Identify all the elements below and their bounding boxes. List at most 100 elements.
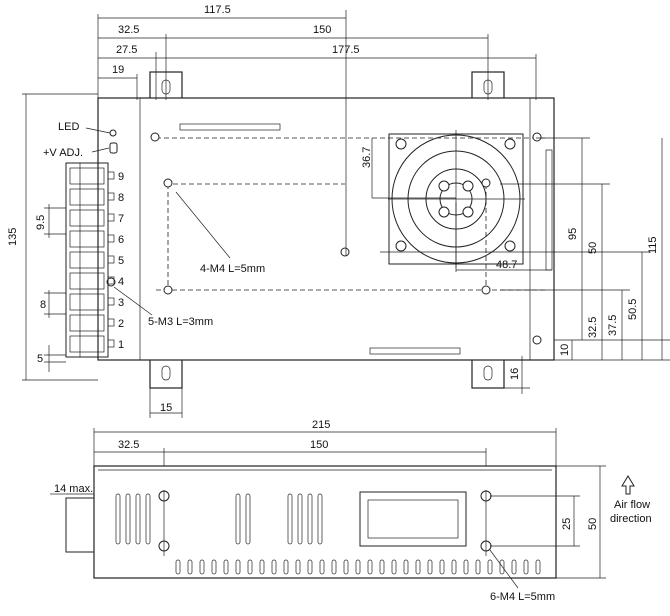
terminal-pad xyxy=(107,213,115,222)
terminal-pad xyxy=(107,318,115,327)
m3-label: 5-M3 L=3mm xyxy=(148,316,213,328)
vent-slot xyxy=(125,493,131,545)
vent-slot xyxy=(295,559,301,575)
vent-slot xyxy=(199,559,205,575)
dim-115: 115 xyxy=(647,236,659,254)
vent-slot xyxy=(175,559,181,575)
terminal-number: 1 xyxy=(118,339,124,351)
dim-95: 95 xyxy=(567,228,579,240)
dim-32-5-side: 32.5 xyxy=(118,439,139,451)
dim-25: 25 xyxy=(561,518,573,530)
dim-36-7: 36.7 xyxy=(361,147,373,168)
terminal-screw xyxy=(69,335,105,353)
vent-slot xyxy=(355,559,361,575)
terminal-pad xyxy=(107,339,115,348)
dim-177-5: 177.5 xyxy=(332,44,360,56)
terminal-screw xyxy=(69,230,105,248)
vent-slot xyxy=(475,559,481,575)
led-icon xyxy=(109,129,117,137)
side-m4-label: 6-M4 L=5mm xyxy=(490,591,555,603)
dim-9-5: 9.5 xyxy=(35,215,47,230)
terminal-screw xyxy=(69,209,105,227)
vent-slot xyxy=(223,559,229,575)
vent-slot xyxy=(145,493,151,545)
vadj-label: +V ADJ. xyxy=(43,147,83,159)
led-label: LED xyxy=(58,121,79,133)
screw-holes xyxy=(106,132,542,345)
dim-50-side: 50 xyxy=(587,518,599,530)
top-view: LED +V ADJ. 9 8 7 6 5 4 3 2 1 4-M4 L=5mm 5-M3 L=… xyxy=(7,4,670,418)
vent-slot xyxy=(367,559,373,575)
terminal-number: 3 xyxy=(118,297,124,309)
vent-slot xyxy=(283,559,289,575)
vent-slot xyxy=(427,559,433,575)
terminal-number: 5 xyxy=(118,255,124,267)
terminal-pad xyxy=(107,276,115,285)
terminal-screw xyxy=(69,314,105,332)
vent-slot xyxy=(235,559,241,575)
m4-label: 4-M4 L=5mm xyxy=(200,263,265,275)
terminal-screw xyxy=(69,251,105,269)
terminal-pad xyxy=(107,234,115,243)
vent-slot xyxy=(247,559,253,575)
terminal-pad xyxy=(107,192,115,201)
vent-slot xyxy=(235,493,241,545)
airflow-line2: direction xyxy=(610,513,652,525)
dim-32-5-right: 32.5 xyxy=(587,317,599,338)
vent-slot xyxy=(259,559,265,575)
vent-slot xyxy=(297,493,303,545)
dim-50-right: 50 xyxy=(587,242,599,254)
terminal-pad xyxy=(107,255,115,264)
vent-slot xyxy=(511,559,517,575)
ventilation-slots xyxy=(115,493,541,575)
fan-opening xyxy=(359,491,467,547)
bottom-bracket-left xyxy=(149,355,183,389)
vent-slot xyxy=(343,559,349,575)
vent-slot xyxy=(415,559,421,575)
vent-slot xyxy=(463,559,469,575)
terminal-number: 4 xyxy=(118,276,124,288)
dim-37-5: 37.5 xyxy=(607,315,619,336)
vent-slot xyxy=(331,559,337,575)
side-view: 215 32.5 150 14 max. 25 50 Air flow dire… xyxy=(50,419,652,603)
vent-slot xyxy=(135,493,141,545)
dim-8: 8 xyxy=(40,299,46,311)
vent-slot xyxy=(439,559,445,575)
terminal-number: 2 xyxy=(118,318,124,330)
dim-15: 15 xyxy=(160,402,172,414)
vent-slot xyxy=(379,559,385,575)
dim-135: 135 xyxy=(7,228,19,246)
vent-slot xyxy=(317,493,323,545)
vent-slot xyxy=(307,559,313,575)
vent-slot xyxy=(451,559,457,575)
terminal-pad xyxy=(107,171,115,180)
terminal-number: 8 xyxy=(118,192,124,204)
dim-10: 10 xyxy=(559,344,571,356)
vent-slot xyxy=(187,559,193,575)
terminal-number: 6 xyxy=(118,234,124,246)
dim-48-7: 48.7 xyxy=(496,259,517,271)
terminal-screw xyxy=(69,167,105,185)
dim-27-5: 27.5 xyxy=(116,44,137,56)
airflow-arrow-icon xyxy=(621,475,635,495)
terminal-profile xyxy=(65,497,95,553)
terminal-pad xyxy=(107,297,115,306)
terminal-number: 9 xyxy=(118,171,124,183)
right-dimensions: 115 95 50 50.5 37.5 32.5 10 xyxy=(380,137,670,361)
vent-slot xyxy=(487,559,493,575)
vent-slot xyxy=(499,559,505,575)
vent-slot xyxy=(391,559,397,575)
terminal-block: 9 8 7 6 5 4 3 2 1 xyxy=(65,162,124,358)
top-view-body xyxy=(97,97,555,361)
vent-slot xyxy=(115,493,121,545)
bottom-bracket-right xyxy=(471,355,505,389)
vent-slot xyxy=(307,493,313,545)
dim-32-5-top: 32.5 xyxy=(118,24,139,36)
airflow-line1: Air flow xyxy=(614,499,650,511)
dim-150-top: 150 xyxy=(313,24,331,36)
vent-slot xyxy=(211,559,217,575)
dim-215: 215 xyxy=(312,419,330,431)
vent-slot xyxy=(245,493,251,545)
terminal-number: 7 xyxy=(118,213,124,225)
